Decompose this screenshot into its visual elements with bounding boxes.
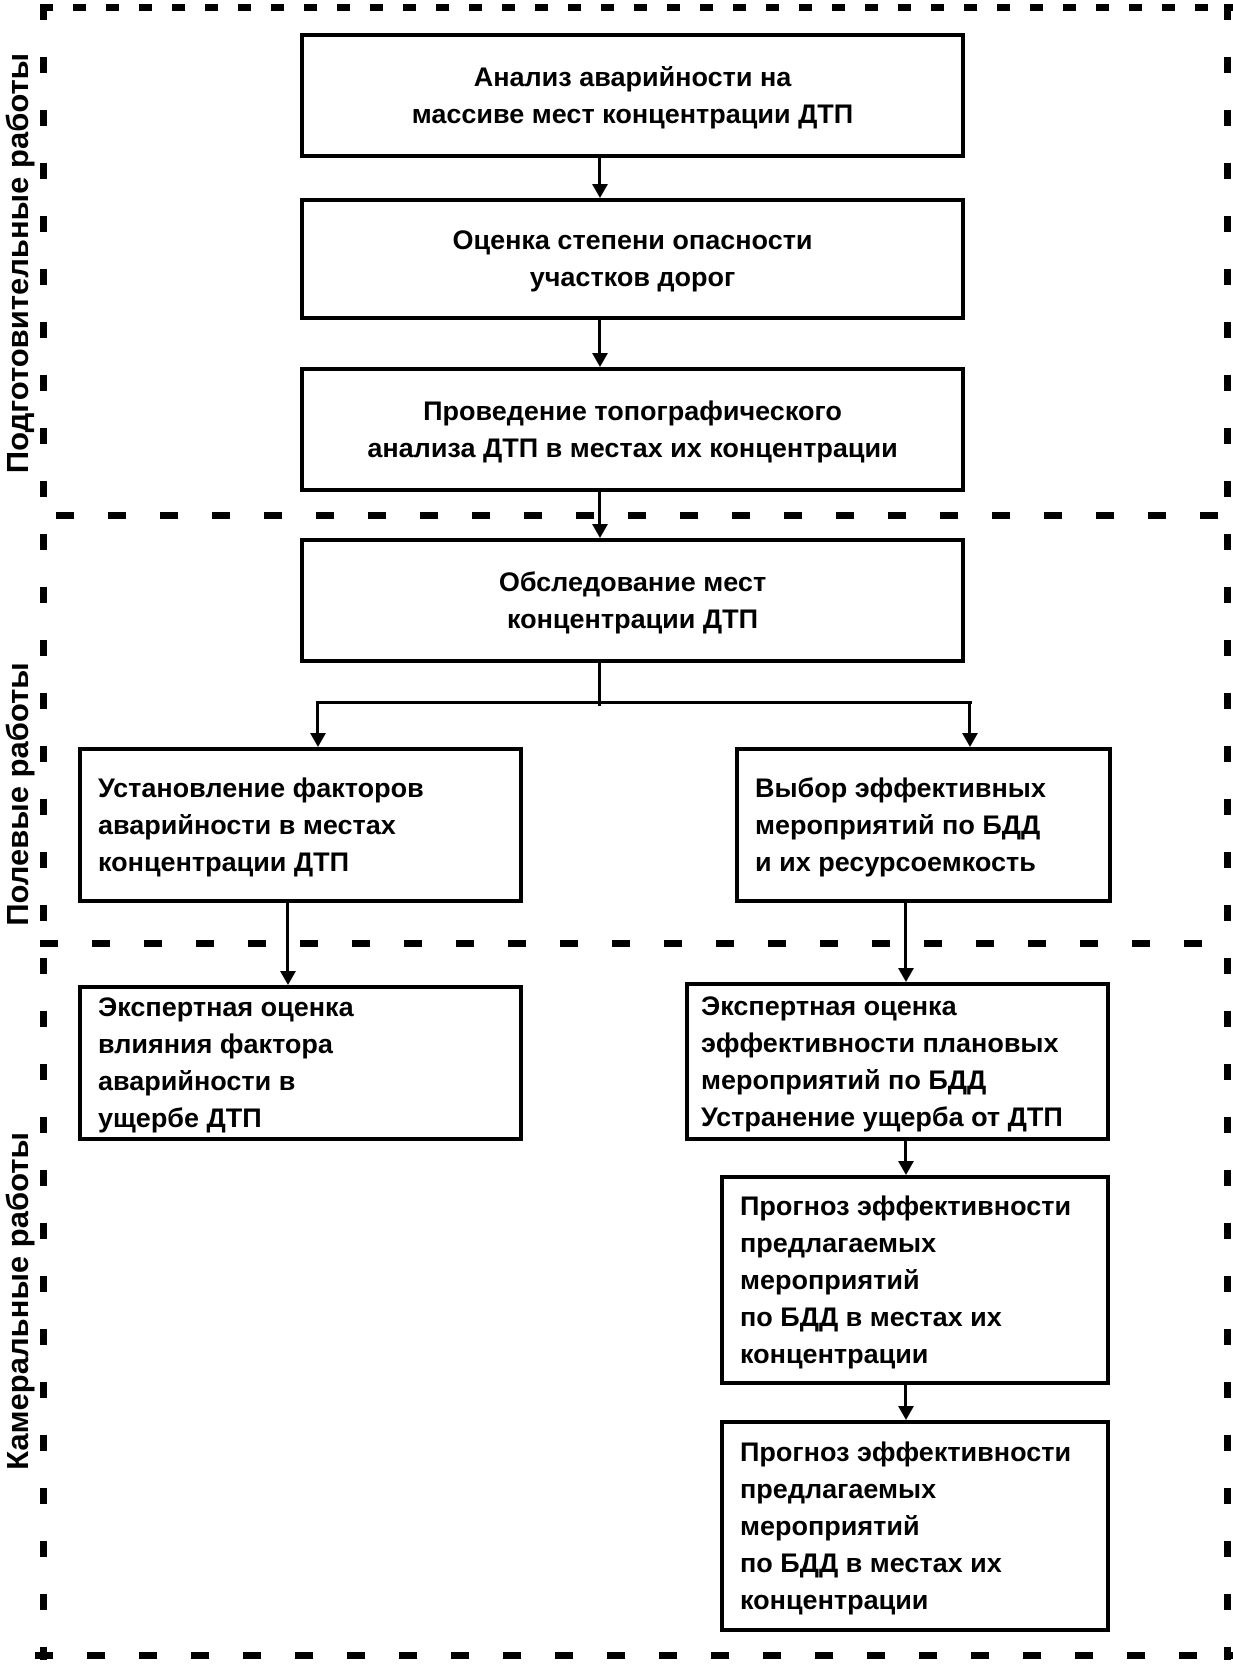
dashed-separator-field-office xyxy=(40,940,1220,947)
box-effectiveness-forecast-2-text: Прогноз эффективности предлагаемых мероп… xyxy=(740,1436,1072,1615)
box-topographic-analysis: Проведение топографического анализа ДТП … xyxy=(300,367,965,492)
arrow-forecast1-to-forecast2-head xyxy=(898,1406,914,1420)
branch-horizontal-line xyxy=(316,701,972,704)
arrow-analysis-to-assessment-line xyxy=(598,158,601,186)
box-expert-effectiveness-assessment: Экспертная оценка эффективности плановых… xyxy=(685,982,1110,1141)
box-accident-factors-text: Установление факторов аварийности в мест… xyxy=(98,772,424,877)
arrow-topographic-to-inspection-head xyxy=(592,524,608,538)
arrow-measures-to-expert-head xyxy=(898,968,914,982)
box-site-inspection: Обследование мест концентрации ДТП xyxy=(300,538,965,663)
arrow-factors-to-expert-line xyxy=(286,903,289,973)
branch-stem-line xyxy=(598,663,601,706)
arrow-assessment-to-topographic-line xyxy=(598,320,601,353)
section-label-preparatory-work: Подготовительные работы xyxy=(0,52,35,474)
arrow-analysis-to-assessment-head xyxy=(592,184,608,198)
arrow-measures-to-expert-line xyxy=(904,903,907,970)
arrow-branch-to-factors-line xyxy=(316,703,319,735)
box-danger-assessment-text: Оценка степени опасности участков дорог xyxy=(452,225,813,292)
arrow-expert-to-forecast1-head xyxy=(898,1161,914,1175)
arrow-expert-to-forecast1-line xyxy=(904,1141,907,1163)
box-expert-factor-assessment: Экспертная оценка влияния фактора аварий… xyxy=(78,985,523,1141)
arrow-factors-to-expert-head xyxy=(280,971,296,985)
box-effectiveness-forecast-2: Прогноз эффективности предлагаемых мероп… xyxy=(720,1420,1110,1632)
arrow-assessment-to-topographic-head xyxy=(592,353,608,367)
box-accident-factors: Установление факторов аварийности в мест… xyxy=(78,747,523,903)
box-measures-selection: Выбор эффективных мероприятий по БДД и и… xyxy=(735,747,1112,903)
dashed-frame-bottom xyxy=(35,1652,1233,1659)
arrow-forecast1-to-forecast2-line xyxy=(904,1385,907,1408)
box-site-inspection-text: Обследование мест концентрации ДТП xyxy=(498,566,767,634)
box-danger-assessment: Оценка степени опасности участков дорог xyxy=(300,198,965,320)
box-expert-effectiveness-assessment-text: Экспертная оценка эффективности плановых… xyxy=(701,990,1063,1132)
box-accident-analysis-text: Анализ аварийности на массиве мест конце… xyxy=(411,61,854,129)
dashed-frame-top xyxy=(40,4,1233,11)
dashed-frame-right xyxy=(1224,4,1231,1660)
dashed-frame-left xyxy=(40,4,47,1660)
box-expert-factor-assessment-text: Экспертная оценка влияния фактора аварий… xyxy=(98,992,354,1133)
box-measures-selection-text: Выбор эффективных мероприятий по БДД и и… xyxy=(755,772,1046,877)
section-label-office-work: Камеральные работы xyxy=(0,1132,35,1470)
box-effectiveness-forecast-1-text: Прогноз эффективности предлагаемых мероп… xyxy=(740,1190,1072,1369)
arrow-branch-to-measures-head xyxy=(962,733,978,747)
arrow-topographic-to-inspection-line xyxy=(598,492,601,526)
box-accident-analysis: Анализ аварийности на массиве мест конце… xyxy=(300,33,965,158)
arrow-branch-to-factors-head xyxy=(310,733,326,747)
box-topographic-analysis-text: Проведение топографического анализа ДТП … xyxy=(367,395,898,463)
box-effectiveness-forecast-1: Прогноз эффективности предлагаемых мероп… xyxy=(720,1175,1110,1385)
arrow-branch-to-measures-line xyxy=(968,703,971,735)
dashed-separator-preparatory-field xyxy=(56,512,1220,519)
